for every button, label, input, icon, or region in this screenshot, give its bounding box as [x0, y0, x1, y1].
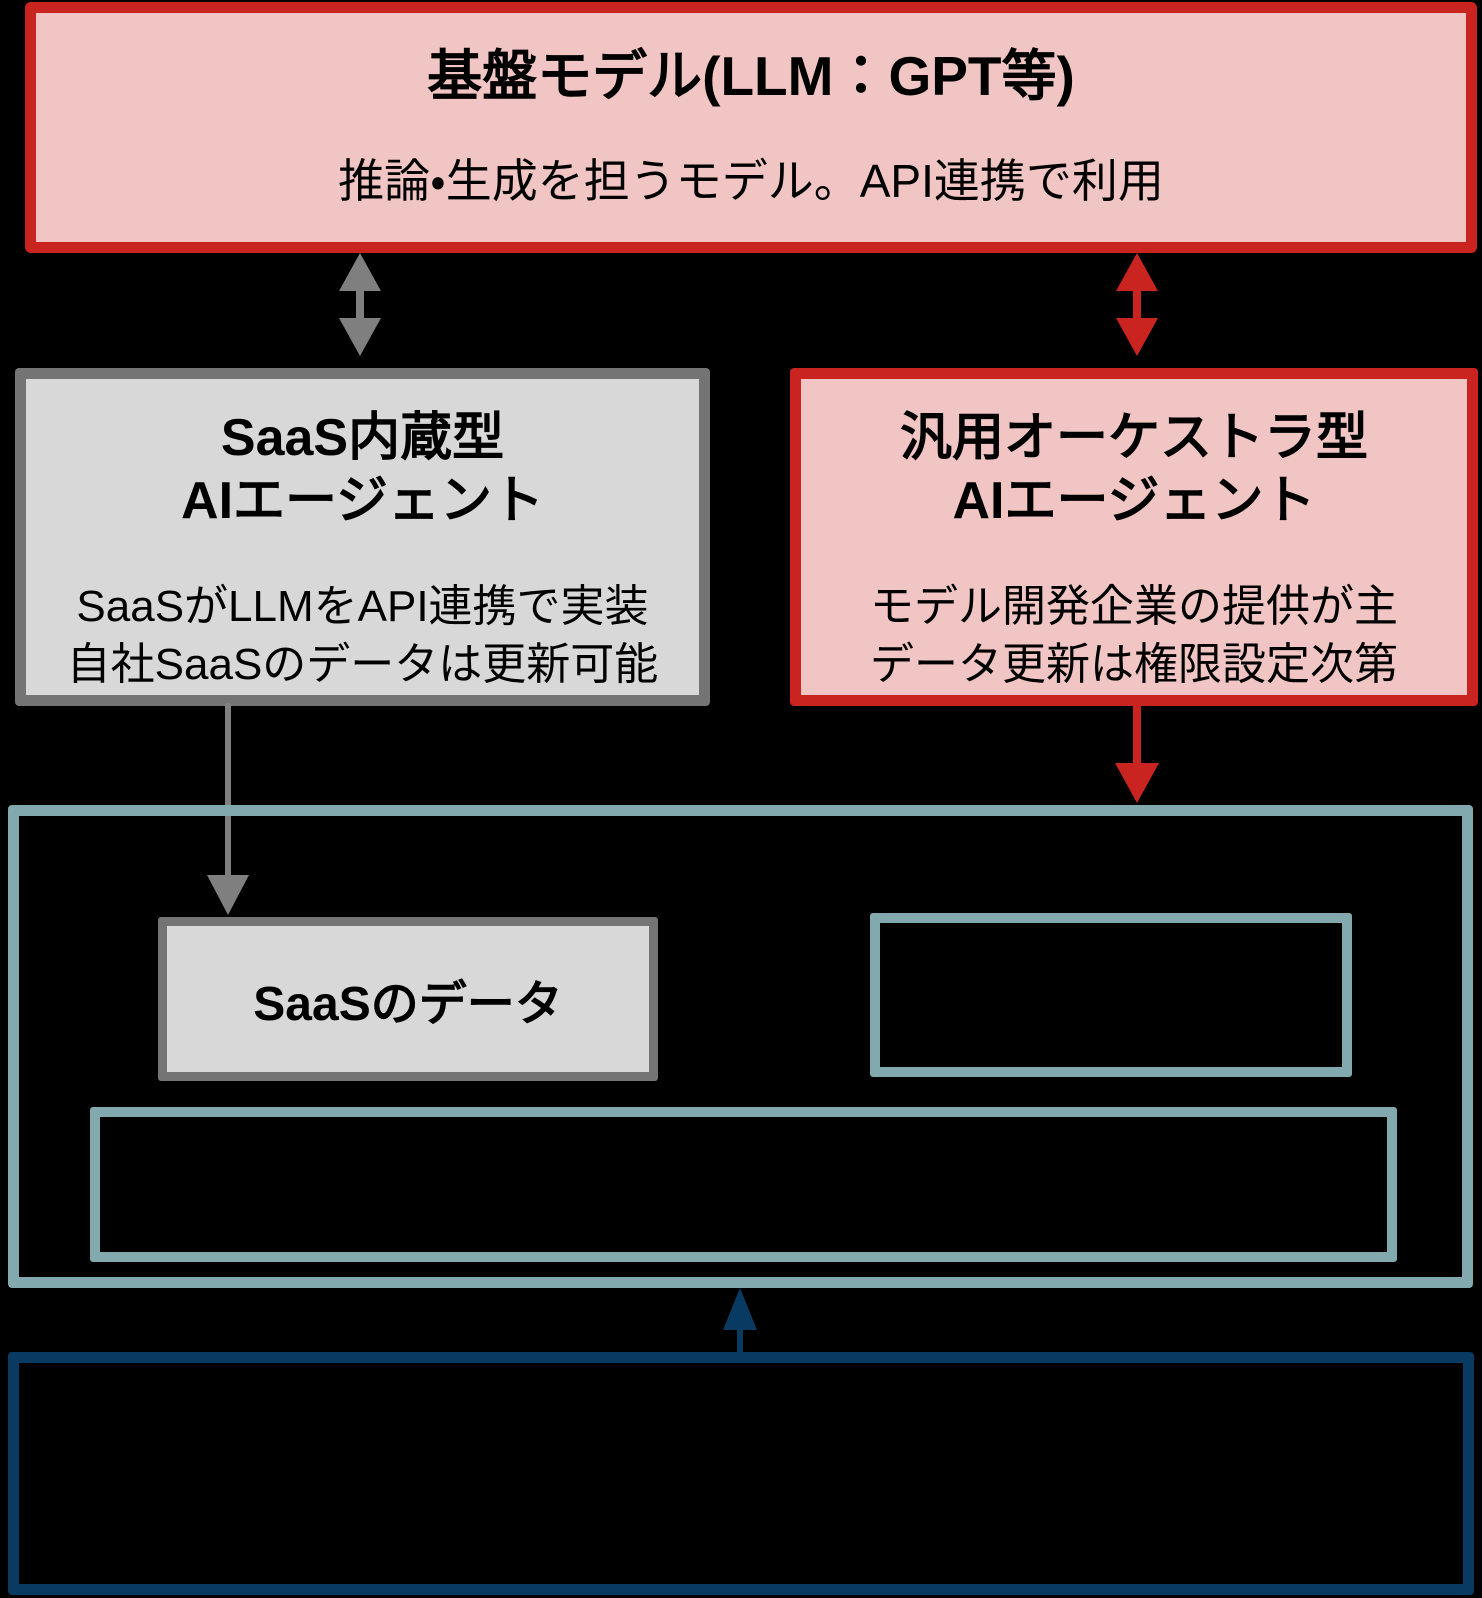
saas-data-box: SaaSのデータ [158, 917, 658, 1081]
saas-agent-body-line1: SaaSがLLMをAPI連携で実装 [76, 581, 649, 631]
orchestra-agent-body-line2: データ更新は権限設定次第 [870, 639, 1398, 689]
orchestra-agent-title-line2: AIエージェント [952, 472, 1316, 531]
orchestra-agent-description: モデル開発企業の提供が主 データ更新は権限設定次第 [870, 578, 1398, 694]
data-layer-right-box [870, 913, 1352, 1077]
foundation-orchestra-double-arrow [1116, 253, 1158, 356]
saas-agent-title-line2: AIエージェント [181, 472, 544, 531]
saas-agent-to-data-arrow [207, 703, 249, 915]
bottom-source-box [8, 1352, 1474, 1595]
bottom-to-data-arrow [723, 1288, 757, 1355]
saas-agent-title-line1: SaaS内蔵型 [220, 409, 505, 467]
orchestra-agent-box: 汎用オーケストラ型 AIエージェント モデル開発企業の提供が主 データ更新は権限… [790, 368, 1478, 706]
foundation-model-box: 基盤モデル(LLM：GPT等) 推論・生成を担うモデル。API連携で利用 [25, 2, 1477, 253]
saas-agent-box: SaaS内蔵型 AIエージェント SaaSがLLMをAPI連携で実装 自社Saa… [15, 368, 710, 706]
orchestra-agent-body-line1: モデル開発企業の提供が主 [870, 581, 1398, 631]
saas-agent-body-line2: 自社SaaSのデータは更新可能 [66, 639, 659, 689]
foundation-model-title: 基盤モデル(LLM：GPT等) [427, 45, 1075, 107]
foundation-model-description: 推論・生成を担うモデル。API連携で利用 [338, 155, 1164, 208]
saas-data-label: SaaSのデータ [253, 978, 563, 1031]
saas-agent-title: SaaS内蔵型 AIエージェント [181, 407, 544, 534]
data-layer-wide-box [90, 1107, 1397, 1262]
data-layer-container [8, 805, 1473, 1288]
foundation-saas-double-arrow [339, 253, 381, 356]
orchestra-agent-to-data-arrow [1115, 703, 1159, 803]
orchestra-agent-title: 汎用オーケストラ型 AIエージェント [900, 407, 1368, 534]
saas-agent-description: SaaSがLLMをAPI連携で実装 自社SaaSのデータは更新可能 [67, 578, 659, 694]
orchestra-agent-title-line1: 汎用オーケストラ型 [899, 409, 1368, 467]
